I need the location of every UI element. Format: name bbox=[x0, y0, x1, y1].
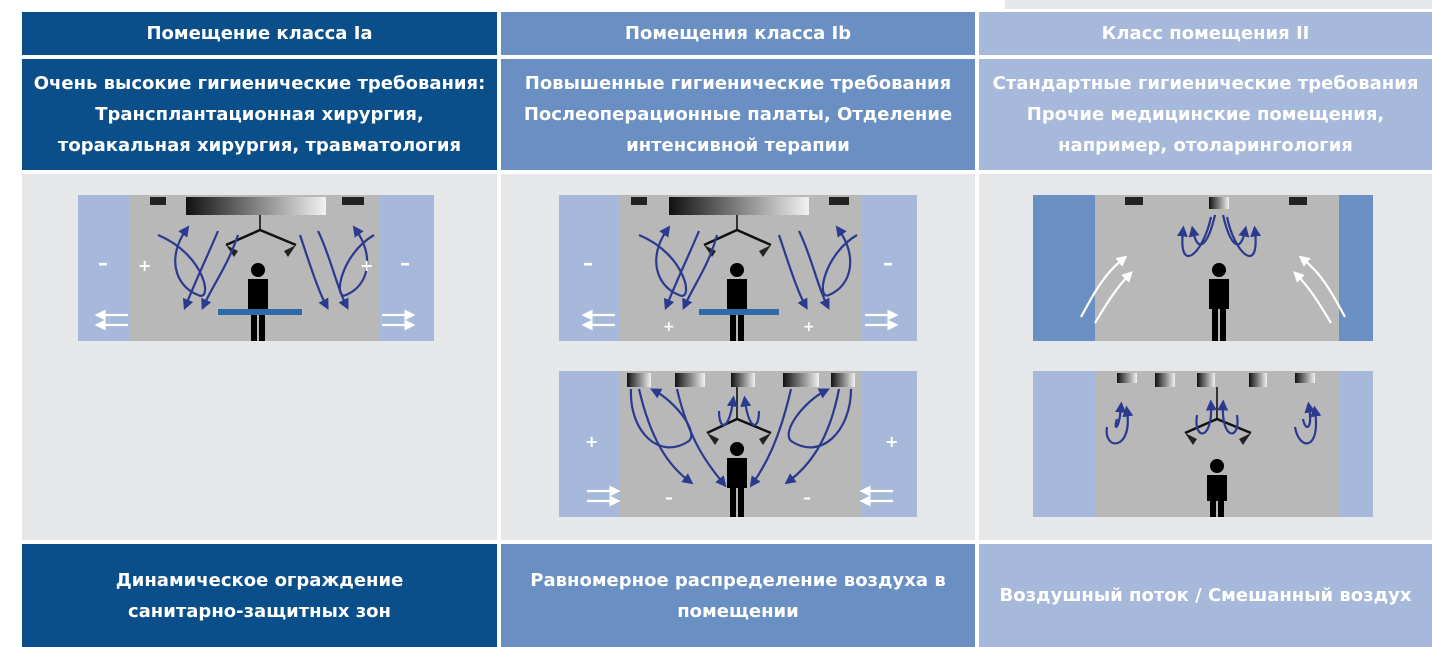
sign-left-inner: + bbox=[138, 256, 151, 275]
sign-left-outer: – bbox=[98, 251, 108, 275]
sign-right-inner: + bbox=[360, 256, 373, 275]
header-class-ia: Помещение класса Ia bbox=[22, 12, 497, 55]
footer-class-ia-text: Динамическое ограждение санитарно-защитн… bbox=[115, 569, 404, 622]
description-class-ib-text: Повышенные гигиенические требования Посл… bbox=[523, 73, 953, 156]
sign-right-inner: + bbox=[803, 319, 815, 335]
sign-right-outer: + bbox=[885, 432, 898, 451]
diagram-ib-bottom: + – – + bbox=[559, 371, 917, 517]
person-icon bbox=[248, 263, 268, 341]
footer-class-ia: Динамическое ограждение санитарно-защитн… bbox=[22, 544, 497, 647]
header-class-ib: Помещения класса Ib bbox=[501, 12, 975, 55]
diagram-ii-top bbox=[1033, 195, 1373, 341]
header-class-ii-label: Класс помещения II bbox=[1101, 23, 1310, 44]
sign-left-inner: + bbox=[663, 319, 675, 335]
sign-right-inner: – bbox=[803, 488, 811, 507]
ceiling-diffuser bbox=[186, 197, 326, 215]
sign-left-inner: – bbox=[665, 488, 673, 507]
top-strip bbox=[1005, 0, 1432, 9]
ceiling-vent-right bbox=[342, 197, 364, 205]
surgical-lamp bbox=[1184, 417, 1252, 435]
exhaust-arrows bbox=[581, 309, 899, 331]
description-class-ia: Очень высокие гигиенические требования: … bbox=[22, 59, 497, 170]
person-icon bbox=[727, 442, 747, 517]
sign-right-outer: – bbox=[400, 251, 410, 275]
header-class-ia-label: Помещение класса Ia bbox=[146, 23, 373, 44]
person-icon bbox=[727, 263, 747, 341]
header-class-ib-label: Помещения класса Ib bbox=[624, 23, 852, 44]
person-icon bbox=[1209, 263, 1229, 341]
diagram-ii-bottom bbox=[1033, 371, 1373, 517]
footer-class-ib: Равномерное распределение воздуха в поме… bbox=[501, 544, 975, 647]
sign-left-outer: – bbox=[583, 251, 593, 275]
surgical-lamp bbox=[706, 417, 772, 435]
operating-table bbox=[699, 309, 779, 315]
ceiling-vent-left bbox=[150, 197, 166, 205]
operating-table bbox=[218, 309, 302, 315]
footer-class-ii-text: Воздушный поток / Смешанный воздух bbox=[999, 585, 1412, 606]
description-class-ii-text: Стандартные гигиенические требования Про… bbox=[992, 73, 1419, 156]
footer-class-ib-text: Равномерное распределение воздуха в поме… bbox=[530, 569, 946, 622]
header-class-ii: Класс помещения II bbox=[979, 12, 1432, 55]
sign-left-outer: + bbox=[585, 432, 598, 451]
ceiling-diffuser bbox=[669, 197, 809, 215]
flow-sign-labels: – + + – bbox=[98, 251, 410, 275]
description-class-ii: Стандартные гигиенические требования Про… bbox=[979, 59, 1432, 170]
exhaust-arrows bbox=[94, 309, 416, 331]
supply-arrows bbox=[587, 485, 893, 507]
description-class-ia-text: Очень высокие гигиенические требования: … bbox=[33, 73, 486, 156]
sign-right-outer: – bbox=[883, 251, 893, 275]
person-icon bbox=[1207, 459, 1227, 517]
diagram-ib-top: – + + – bbox=[559, 195, 917, 341]
description-class-ib: Повышенные гигиенические требования Посл… bbox=[501, 59, 975, 170]
footer-class-ii: Воздушный поток / Смешанный воздух bbox=[979, 544, 1432, 647]
diagram-ia-operating-room: – + + – bbox=[78, 195, 434, 341]
